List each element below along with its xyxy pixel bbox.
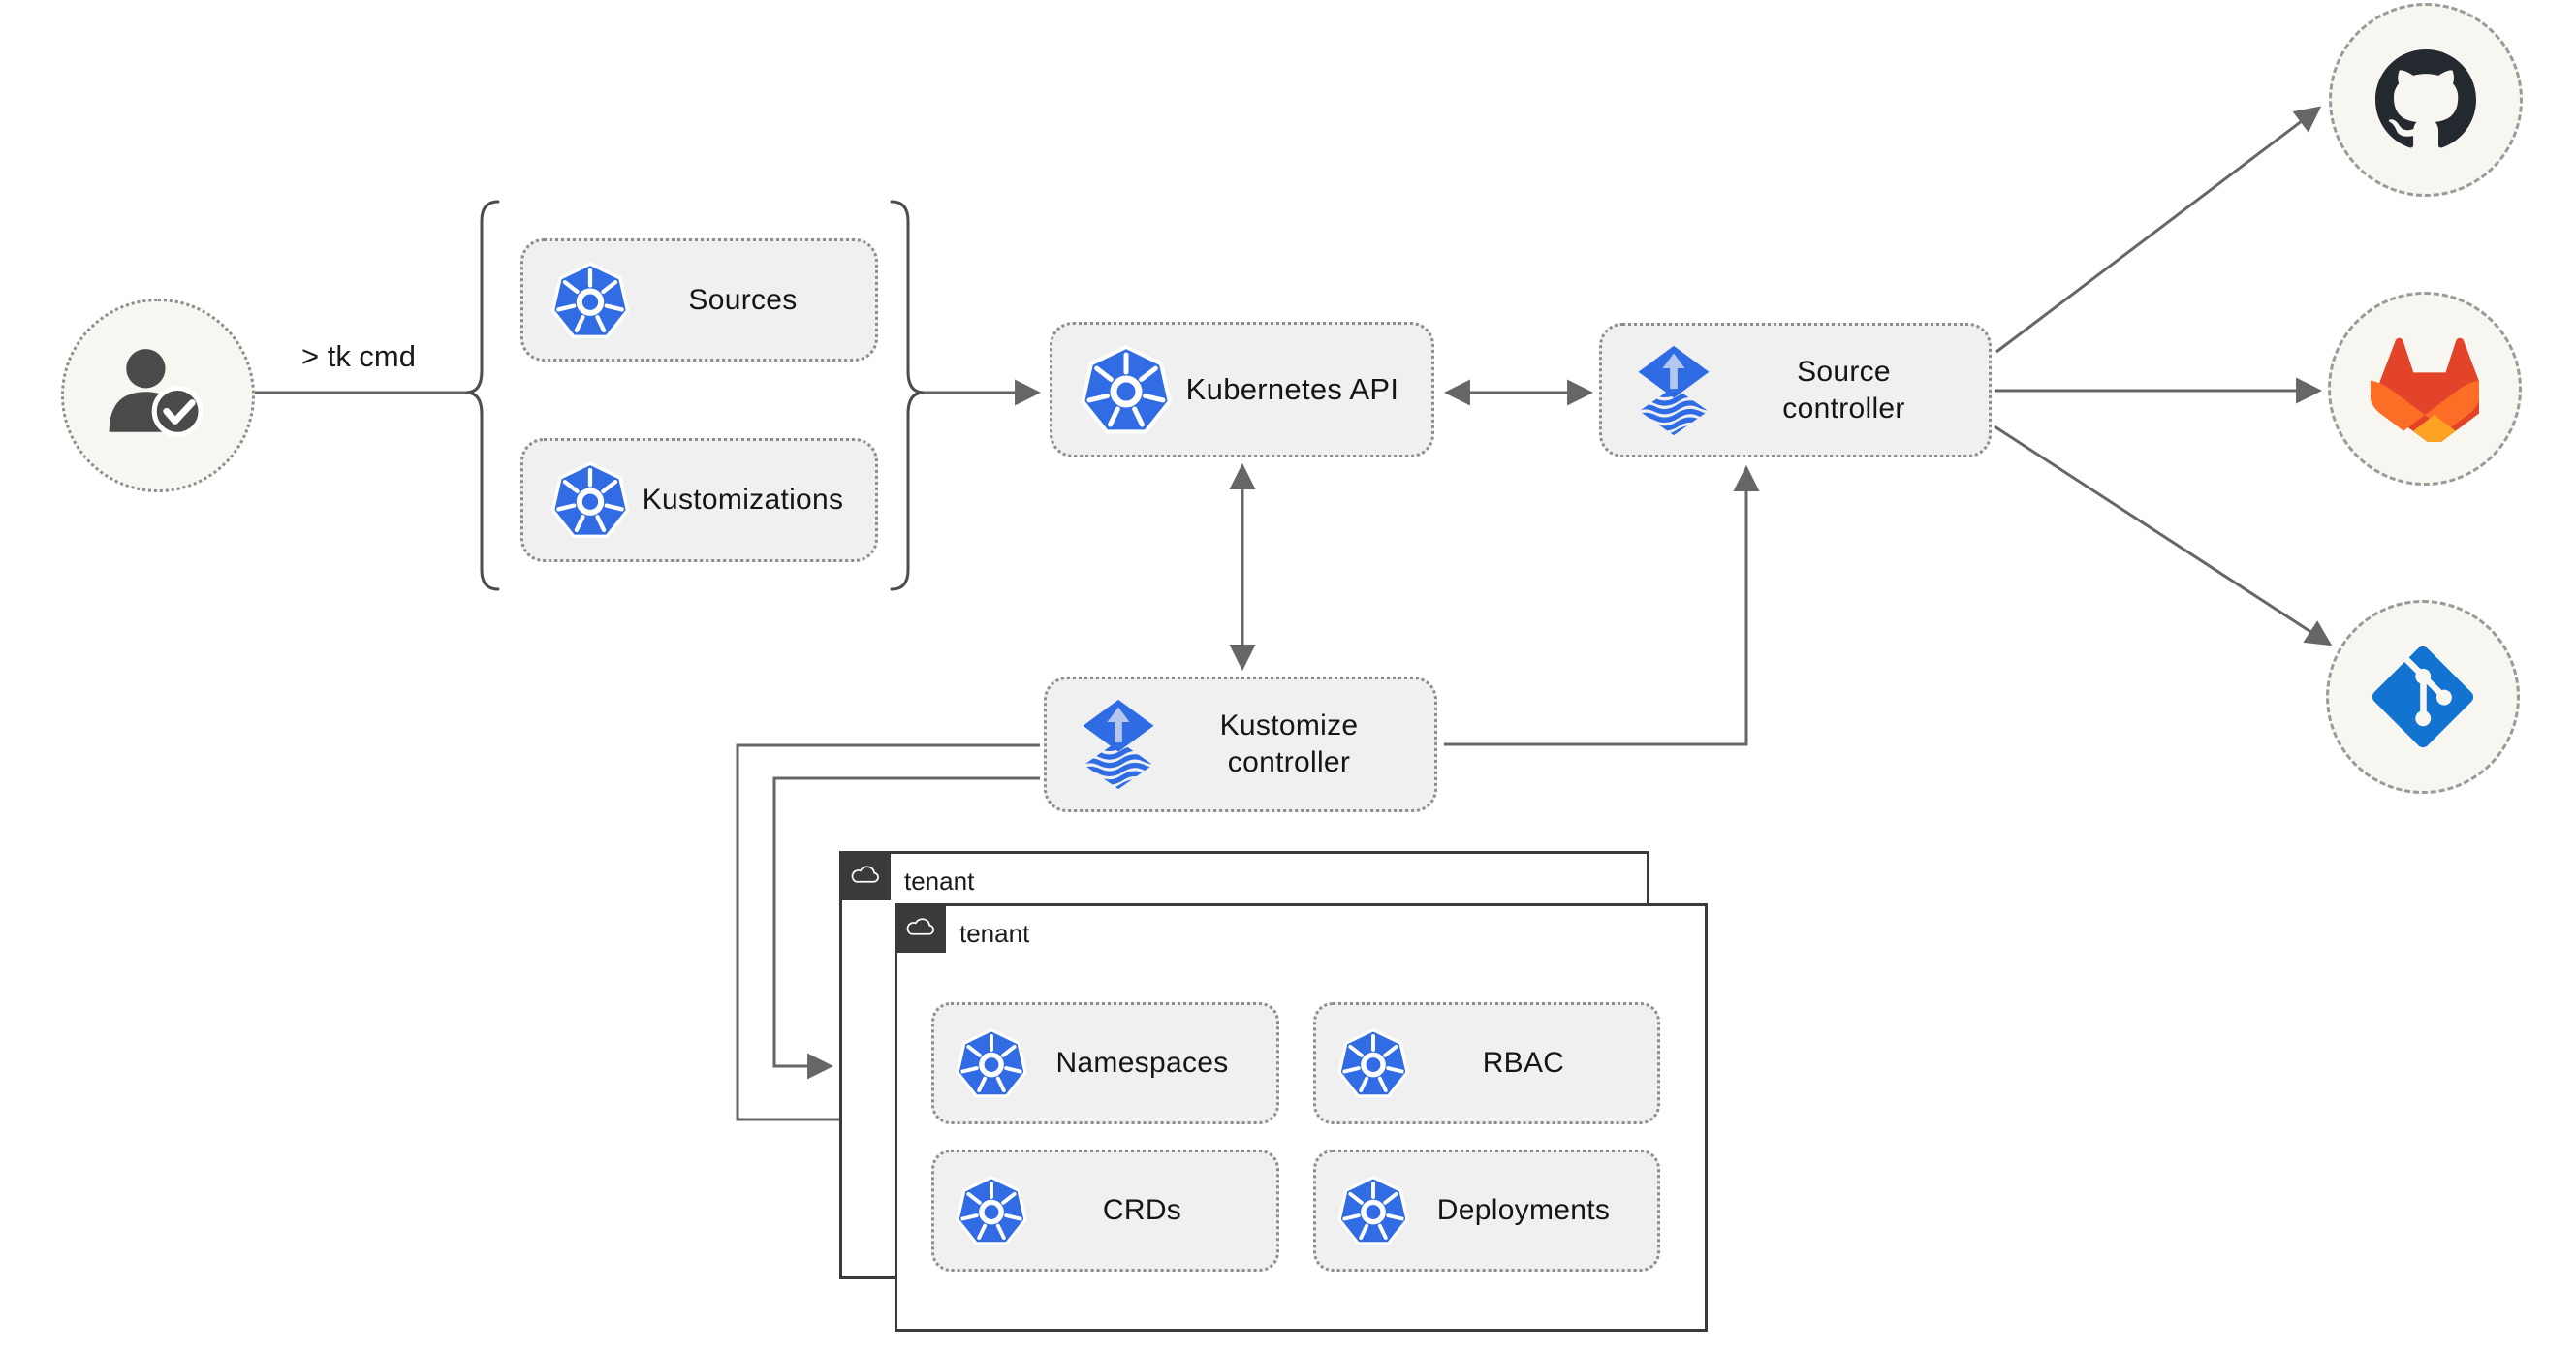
resource-box-rbac: RBAC [1313, 1002, 1660, 1124]
gitlab-icon [2371, 335, 2479, 442]
kubernetes-icon [954, 1169, 1029, 1252]
github-provider [2329, 3, 2523, 197]
resource-box-namespaces: Namespaces [931, 1002, 1279, 1124]
kustomize-controller-node: Kustomize controller [1044, 677, 1437, 812]
kubernetes-api-node: Kubernetes API [1050, 322, 1434, 457]
kustomize-controller-label: Kustomize controller [1165, 708, 1434, 781]
github-icon [2375, 49, 2476, 150]
kubernetes-icon [954, 1022, 1029, 1105]
cli-command-label: > tk cmd [300, 339, 416, 373]
sources-label: Sources [688, 283, 798, 316]
arrow-kustomize-to-tenant-front [736, 743, 1040, 1133]
kustomize-controller-line1: Kustomize [1219, 709, 1359, 741]
tenant-label: tenant [959, 919, 1030, 948]
sources-node: Sources [520, 238, 878, 362]
arrow-kustomize-to-tenant-back [772, 776, 1040, 1080]
flux-icon [1627, 334, 1720, 447]
user-avatar [61, 299, 255, 492]
kubernetes-icon [549, 455, 632, 546]
kustomizations-label: Kustomizations [642, 484, 844, 516]
tenant-box-front: tenant Namespaces RBAC CRDs Deployments [895, 903, 1708, 1332]
source-controller-line1: Source [1797, 355, 1891, 388]
arrow-source-to-github [1995, 106, 2322, 354]
arrow-source-to-git [1994, 425, 2333, 646]
tenant-tab [895, 903, 946, 953]
kubernetes-api-label: Kubernetes API [1185, 372, 1399, 406]
source-controller-label: Source controller [1720, 354, 1989, 427]
right-brace [890, 200, 925, 591]
kubernetes-icon [1078, 337, 1175, 442]
flux-icon [1072, 688, 1165, 801]
resource-label: Namespaces [1055, 1047, 1229, 1079]
arrow-kustomize-to-source-controller [1444, 464, 1760, 746]
kubernetes-icon [549, 255, 632, 346]
source-controller-line2: controller [1782, 392, 1905, 425]
git-provider [2326, 600, 2520, 794]
tenant-tab [839, 851, 891, 900]
cloud-icon [904, 917, 937, 939]
kustomizations-node: Kustomizations [520, 438, 878, 562]
resource-box-deployments: Deployments [1313, 1150, 1660, 1272]
kubernetes-icon [1335, 1169, 1411, 1252]
resource-label: CRDs [1102, 1194, 1182, 1226]
source-controller-node: Source controller [1599, 323, 1992, 457]
git-icon [2370, 644, 2476, 750]
kustomize-controller-line2: controller [1227, 746, 1351, 778]
cloud-icon [849, 865, 882, 887]
kubernetes-icon [1335, 1022, 1411, 1105]
user-check-icon [97, 334, 219, 457]
tenant-label: tenant [904, 867, 975, 896]
gitlab-provider [2328, 292, 2522, 486]
resource-label: RBAC [1482, 1047, 1565, 1079]
left-brace [465, 200, 500, 591]
resource-box-crds: CRDs [931, 1150, 1279, 1272]
resource-label: Deployments [1436, 1194, 1611, 1226]
